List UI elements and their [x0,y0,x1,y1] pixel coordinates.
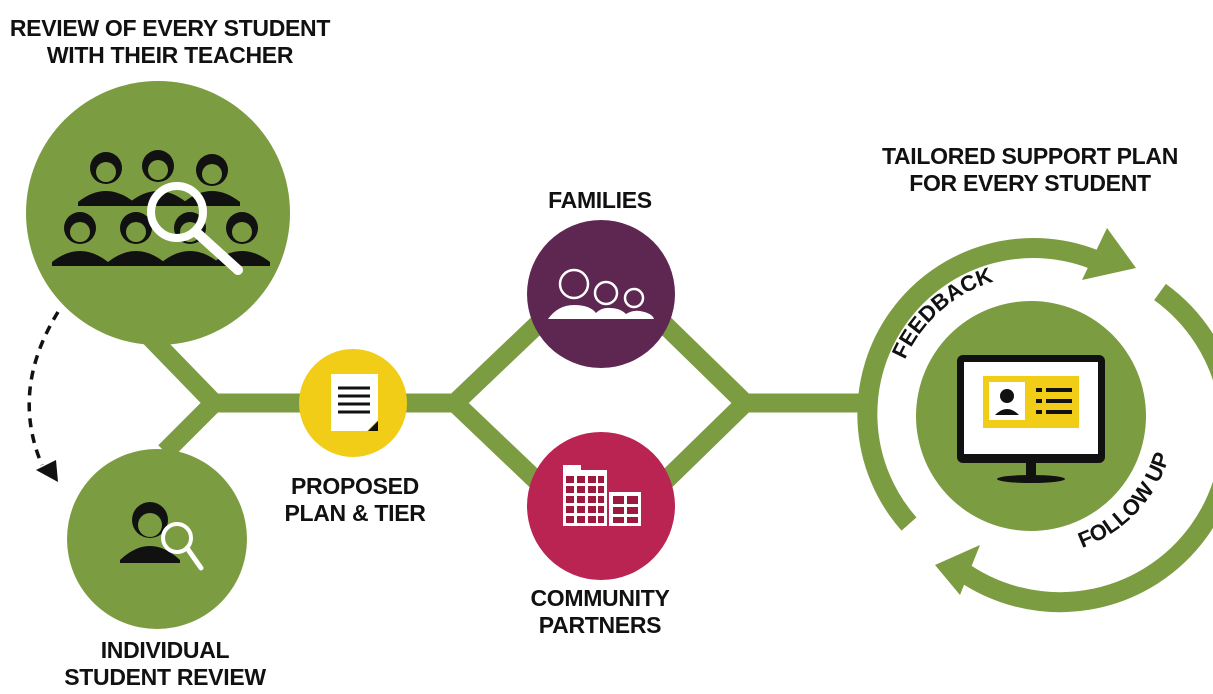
label-tailored: TAILORED SUPPORT PLAN FOR EVERY STUDENT [860,143,1200,197]
label-community-line2: PARTNERS [538,612,662,638]
label-review-all-line1: REVIEW OF EVERY STUDENT [9,15,331,41]
student-magnifier-icon [120,502,204,571]
node-review-all [26,81,290,345]
group-of-students-magnifier-icon [52,150,270,275]
label-families: FAMILIES [520,187,680,214]
label-community-line1: COMMUNITY [530,585,670,611]
label-tailored-line2: FOR EVERY STUDENT [909,170,1151,196]
connector-review-to-junction [141,328,228,459]
label-proposed-line2: PLAN & TIER [284,500,426,526]
label-families-text: FAMILIES [548,187,652,213]
label-tailored-line1: TAILORED SUPPORT PLAN [881,143,1179,169]
label-review-all: REVIEW OF EVERY STUDENT WITH THEIR TEACH… [0,15,340,69]
node-tailored [916,301,1146,531]
cycle-arc-left [857,238,1105,531]
node-individual [67,449,247,629]
cycle-arrowhead-top [1082,228,1136,280]
label-proposed: PROPOSED PLAN & TIER [270,473,440,527]
dashed-arrow [27,311,60,482]
label-review-all-line2: WITH THEIR TEACHER [46,42,294,68]
connector-diamond-top-left [441,315,547,491]
label-proposed-line1: PROPOSED [291,473,419,499]
label-individual: INDIVIDUAL STUDENT REVIEW [30,637,300,691]
document-icon [331,374,378,431]
label-community: COMMUNITY PARTNERS [510,585,690,639]
family-icon [558,268,645,309]
node-families [527,220,675,368]
node-proposed [299,349,407,457]
label-individual-line1: INDIVIDUAL [100,637,230,663]
node-community [527,432,675,580]
label-individual-line2: STUDENT REVIEW [64,664,266,690]
dashed-arrow-head [36,460,58,482]
buildings-icon [563,465,641,526]
monitor-profile-icon [957,355,1105,483]
connector-lines [141,315,862,491]
connector-diamond-right [655,315,759,491]
cycle-arrowhead-bottom [935,545,980,595]
